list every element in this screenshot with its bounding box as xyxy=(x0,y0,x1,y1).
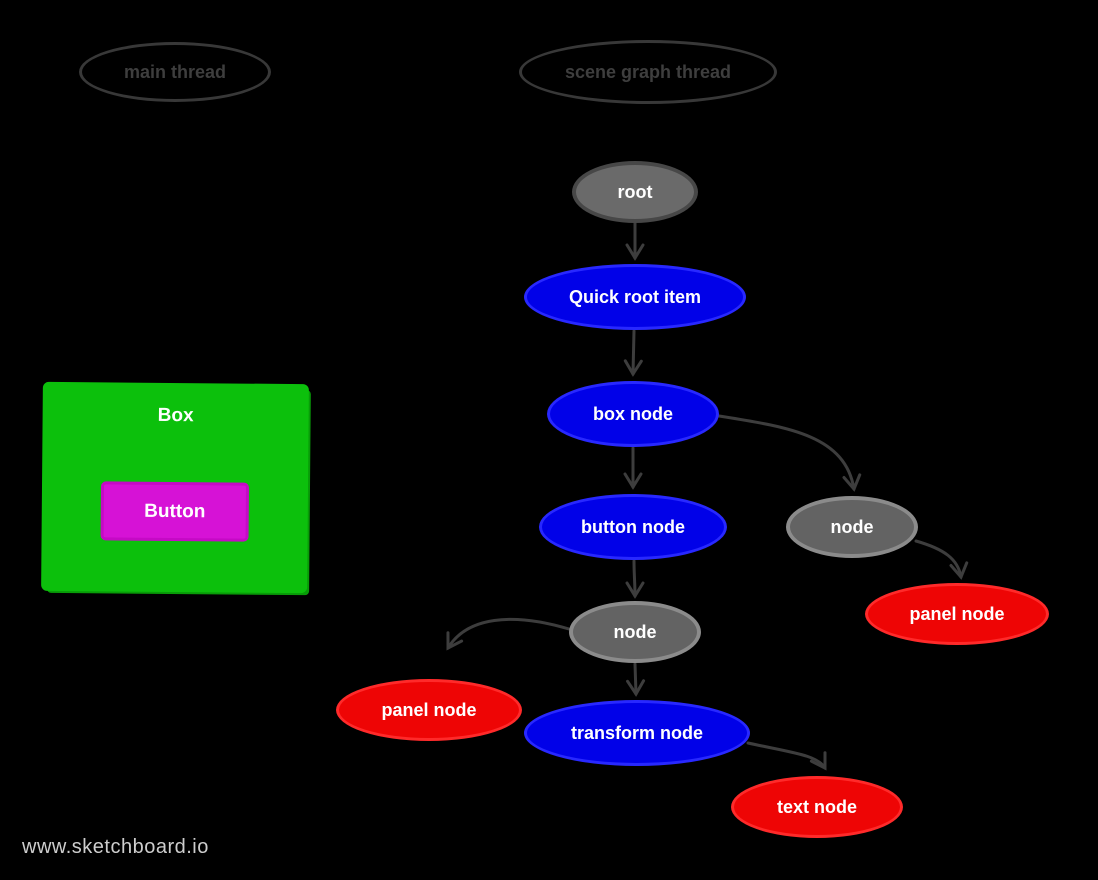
node-quick-root-item[interactable]: Quick root item xyxy=(524,264,746,330)
node-transform-node-label: transform node xyxy=(570,722,703,743)
node-panel-node-left-label: panel node xyxy=(381,699,477,720)
edge-node-left-to-transform-node[interactable] xyxy=(626,662,646,697)
node-button-node-label: button node xyxy=(581,516,685,537)
edge-box-node-to-node-right[interactable] xyxy=(717,414,862,492)
node-panel-node-right-label: panel node xyxy=(909,603,1005,624)
node-left-label: node xyxy=(613,621,657,642)
node-quick-root-item-label: Quick root item xyxy=(568,286,702,307)
node-text-node-label: text node xyxy=(776,796,857,817)
node-transform-node[interactable]: transform node xyxy=(524,700,750,766)
sketchboard-watermark: www.sketchboard.io xyxy=(22,836,209,858)
edge-node-left-to-panel-node-left[interactable] xyxy=(446,617,571,651)
node-root-label: root xyxy=(617,181,653,202)
main-thread-ellipse[interactable]: main thread xyxy=(79,42,271,102)
edge-button-node-to-node-left[interactable] xyxy=(625,559,645,599)
edge-transform-node-to-text-node[interactable] xyxy=(746,741,827,771)
node-panel-node-left[interactable]: panel node xyxy=(336,679,522,741)
main-thread-label: main thread xyxy=(123,61,227,82)
node-text-node[interactable]: text node xyxy=(731,776,903,838)
scene-graph-thread-ellipse[interactable]: scene graph thread xyxy=(519,40,777,104)
node-left[interactable]: node xyxy=(569,601,701,663)
edge-quick-root-item-to-box-node[interactable] xyxy=(623,329,643,377)
node-box-node[interactable]: box node xyxy=(547,381,719,447)
ui-box-shape[interactable]: Box Button xyxy=(41,381,309,594)
node-right[interactable]: node xyxy=(786,496,918,558)
node-button-node[interactable]: button node xyxy=(539,494,727,560)
scene-graph-thread-label: scene graph thread xyxy=(564,61,732,82)
ui-button-label: Button xyxy=(144,500,206,522)
node-root[interactable]: root xyxy=(572,161,698,223)
node-panel-node-right[interactable]: panel node xyxy=(865,583,1049,645)
node-box-node-label: box node xyxy=(593,403,673,424)
ui-box-label: Box xyxy=(157,404,194,427)
edge-node-right-to-panel-node-right[interactable] xyxy=(914,539,969,580)
node-right-label: node xyxy=(830,516,874,537)
ui-button-shape[interactable]: Button xyxy=(100,481,250,542)
